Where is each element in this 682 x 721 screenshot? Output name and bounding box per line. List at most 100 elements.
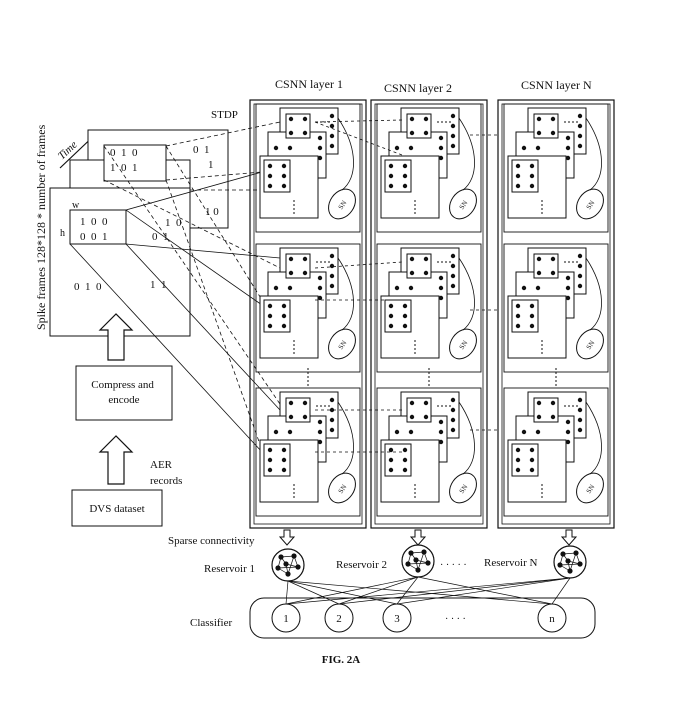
neuron-dot [329, 133, 335, 139]
sn-ellipse [576, 328, 604, 360]
down-arrows [278, 529, 578, 546]
hollow-arrow-lower [98, 435, 134, 485]
frame-front-row-1: 1 0 0 [80, 216, 108, 228]
sn-label: SN [585, 199, 597, 211]
sn-label: SN [337, 199, 349, 211]
reservoir-link [407, 562, 429, 565]
frame-back-right-1: 0 1 [193, 144, 210, 156]
reservoir-neuron [295, 564, 301, 570]
csnn-column-2: SN SN SN [370, 99, 488, 529]
neuron-dot [550, 400, 556, 406]
classifier-label: Classifier [190, 617, 232, 629]
neuron-dot [402, 447, 408, 453]
reservoir-neuron [415, 567, 421, 573]
dvs-dataset-box [71, 489, 163, 527]
neuron-dot [267, 173, 273, 179]
neuron-dot [388, 313, 394, 319]
sn-label: SN [458, 483, 470, 495]
neuron-dot [565, 285, 571, 291]
sn-ellipse [328, 188, 356, 220]
recurrent-arc [337, 401, 354, 475]
neuron-dot [409, 400, 415, 406]
neuron-dot [329, 273, 335, 279]
neuron-dot [515, 173, 521, 179]
neuron-dot [423, 400, 429, 406]
neuron-dot [273, 145, 279, 151]
stdp-label: STDP [211, 109, 238, 121]
reservoir-neuron [291, 553, 297, 559]
neuron-dot [529, 447, 535, 453]
neuron-dot [438, 155, 444, 161]
neuron-dot [577, 113, 583, 119]
neuron-dot [281, 163, 287, 169]
neuron-dot [535, 285, 541, 291]
neuron-dot [450, 397, 456, 403]
reservoir-neuron [567, 568, 573, 574]
neuron-dot [423, 130, 429, 136]
neuron-dot [329, 263, 335, 269]
neuron-dot [450, 427, 456, 433]
neuron-dot [529, 467, 535, 473]
neuron-dot [329, 143, 335, 149]
neuron-dot [577, 143, 583, 149]
neuron-dot [536, 116, 542, 122]
neuron-dot [394, 145, 400, 151]
neuron-dot [535, 145, 541, 151]
frame-back-right-2: 1 [208, 159, 214, 171]
reservoir-neuron [557, 562, 563, 568]
neuron-dot [402, 323, 408, 329]
neuron-dot [402, 457, 408, 463]
reservoir-classifier-link [285, 580, 289, 605]
neuron-dot [438, 439, 444, 445]
frame-back-right-3: 1 0 [205, 206, 219, 218]
csnn-outer-box [497, 99, 615, 529]
neuron-dot [565, 145, 571, 151]
neuron-dot [287, 429, 293, 435]
sn-ellipse [449, 328, 477, 360]
reservoir-classifier-link [396, 577, 571, 605]
neuron-dot [329, 113, 335, 119]
neuron-dot [450, 133, 456, 139]
neuron-dot [329, 407, 335, 413]
csnn-outer-box [370, 99, 488, 529]
reservoirs [271, 544, 587, 582]
reservoir-link [277, 566, 299, 569]
neuron-dot [577, 263, 583, 269]
neuron-dot [438, 135, 444, 141]
sn-ellipse [576, 472, 604, 504]
neuron-dot [288, 116, 294, 122]
neuron-dot [281, 313, 287, 319]
reservoir-1-label: Reservoir 1 [204, 563, 255, 575]
neuron-dot [529, 303, 535, 309]
neuron-dot [536, 130, 542, 136]
neuron-dot [402, 467, 408, 473]
sn-ellipse [576, 188, 604, 220]
reservoir-neuron [283, 561, 289, 567]
neuron-dot [515, 447, 521, 453]
classifier-node-label: 3 [394, 613, 400, 625]
neuron-dot [577, 397, 583, 403]
neuron-dot [438, 295, 444, 301]
recurrent-arc [458, 257, 475, 331]
neuron-dot [536, 414, 542, 420]
neuron-dot [565, 419, 571, 425]
sn-label: SN [337, 339, 349, 351]
neuron-dot [565, 439, 571, 445]
neuron-dot [409, 130, 415, 136]
sn-label: SN [458, 199, 470, 211]
reservoir-n-label: Reservoir N [484, 557, 538, 569]
neuron-dot [550, 116, 556, 122]
neuron-dot [577, 273, 583, 279]
neuron-dot [577, 417, 583, 423]
neuron-dot [550, 130, 556, 136]
neuron-dot [438, 419, 444, 425]
neuron-dot [317, 275, 323, 281]
window-back [103, 144, 167, 182]
neuron-dot [529, 313, 535, 319]
neuron-dot [402, 313, 408, 319]
neuron-dot [287, 285, 293, 291]
sn-label: SN [458, 339, 470, 351]
classifier-node [271, 603, 301, 633]
classifier-node [324, 603, 354, 633]
neuron-dot [550, 414, 556, 420]
